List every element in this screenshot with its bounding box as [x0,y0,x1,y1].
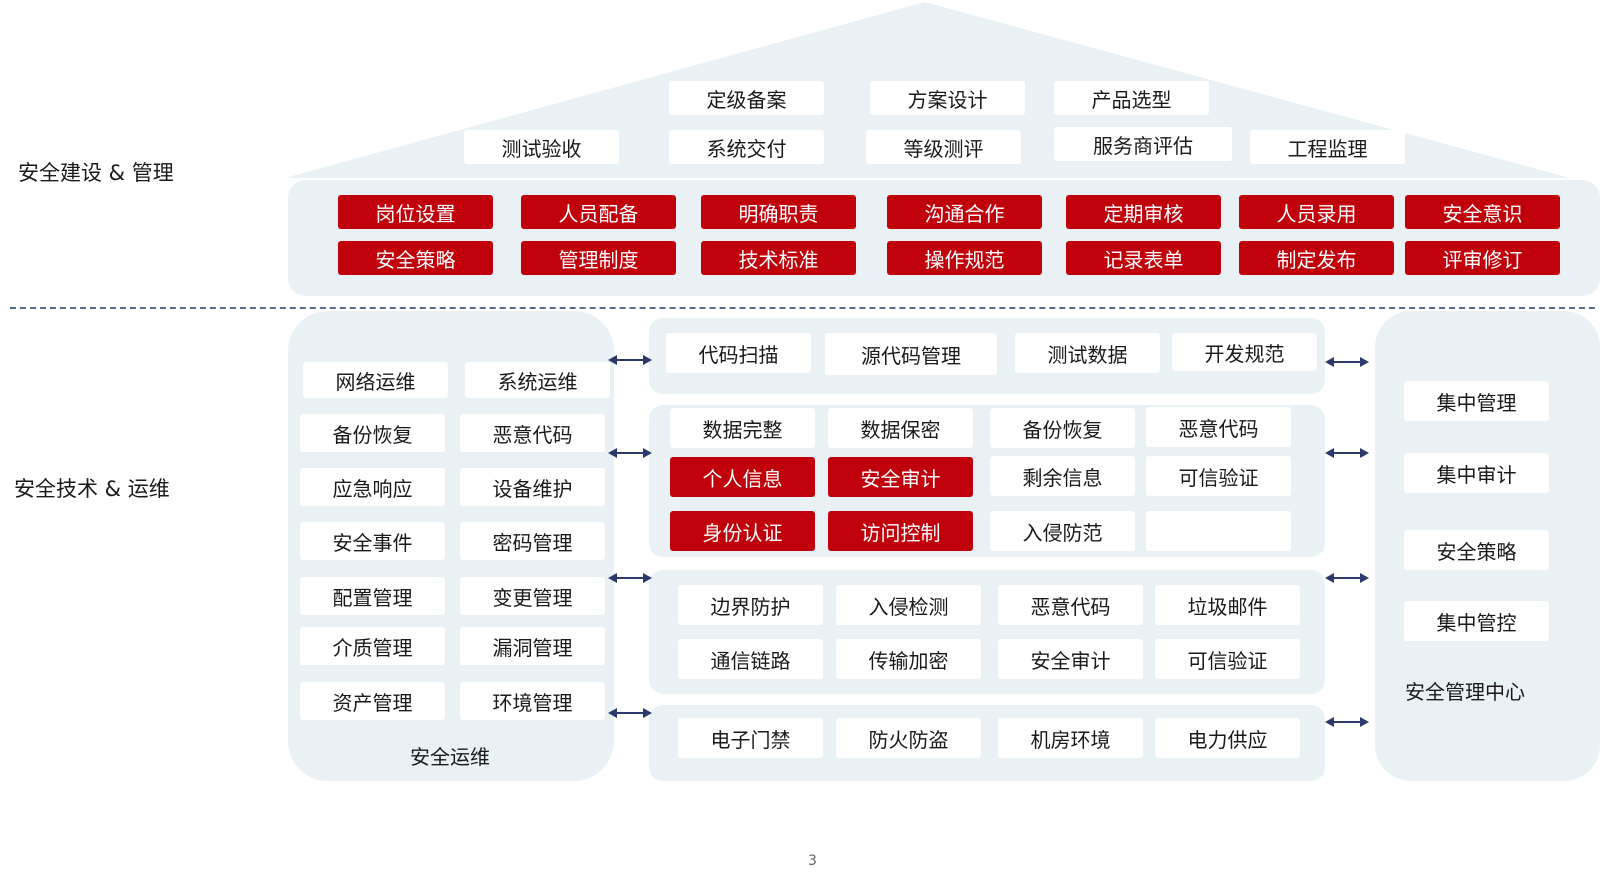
ops-item: 设备维护 [460,468,605,506]
management-item: 制定发布 [1239,241,1394,275]
double-arrow-icon [608,448,652,458]
management-item: 技术标准 [701,241,856,275]
management-item: 记录表单 [1066,241,1221,275]
management-item: 明确职责 [701,195,856,229]
ops-item: 备份恢复 [300,414,445,452]
data-item-highlight: 身份认证 [670,511,815,551]
label-security-management: 安全建设 & 管理 [18,161,174,185]
dev-item: 代码扫描 [666,333,811,373]
network-item: 通信链路 [678,639,823,679]
management-item: 沟通合作 [887,195,1042,229]
double-arrow-icon [1325,573,1369,583]
double-arrow-icon [1325,357,1369,367]
management-item: 人员录用 [1239,195,1394,229]
center-item: 集中审计 [1404,453,1549,493]
data-item-highlight: 访问控制 [828,511,973,551]
ops-item: 漏洞管理 [460,627,605,665]
double-arrow-icon [608,708,652,718]
roof-box: 产品选型 [1054,81,1209,115]
ops-item: 密码管理 [460,522,605,560]
roof-box: 服务商评估 [1054,127,1232,161]
data-item-empty [1146,511,1291,551]
roof-box: 等级测评 [866,130,1021,164]
management-item: 人员配备 [521,195,676,229]
ops-item: 应急响应 [300,468,445,506]
ops-item: 安全事件 [300,522,445,560]
ops-item: 变更管理 [460,577,605,615]
roof-box: 工程监理 [1250,130,1405,164]
ops-item: 系统运维 [465,362,610,398]
ops-item: 配置管理 [300,577,445,615]
network-item: 垃圾邮件 [1155,585,1300,625]
network-item: 可信验证 [1155,639,1300,679]
network-item: 入侵检测 [836,585,981,625]
label-security-technology: 安全技术 & 运维 [14,477,170,501]
ops-item: 恶意代码 [460,414,605,452]
network-item: 安全审计 [998,639,1143,679]
physical-item: 机房环境 [998,718,1143,758]
data-item: 数据保密 [828,408,973,448]
dev-item: 开发规范 [1172,333,1317,371]
double-arrow-icon [608,573,652,583]
data-item: 剩余信息 [990,456,1135,496]
data-item: 入侵防范 [990,511,1135,551]
center-item: 集中管控 [1404,601,1549,641]
roof-box: 定级备案 [669,81,824,115]
data-item-highlight: 个人信息 [670,457,815,497]
ops-caption: 安全运维 [410,745,490,769]
double-arrow-icon [1325,717,1369,727]
ops-item: 网络运维 [303,362,448,398]
data-item-highlight: 安全审计 [828,457,973,497]
page-number: 3 [808,853,817,869]
double-arrow-icon [1325,448,1369,458]
management-item: 管理制度 [521,241,676,275]
roof-box: 系统交付 [669,130,824,164]
dev-item: 源代码管理 [825,333,997,375]
management-item: 安全意识 [1405,195,1560,229]
ops-item: 资产管理 [300,682,445,720]
section-divider [10,307,1595,309]
dev-item: 测试数据 [1015,333,1160,373]
physical-item: 电力供应 [1155,718,1300,758]
management-item: 操作规范 [887,241,1042,275]
physical-item: 电子门禁 [678,718,823,758]
roof-box: 测试验收 [464,130,619,164]
physical-item: 防火防盗 [836,718,981,758]
center-caption: 安全管理中心 [1405,680,1525,704]
network-item: 恶意代码 [998,585,1143,625]
management-item: 评审修订 [1405,241,1560,275]
center-item: 集中管理 [1404,381,1549,421]
data-item: 数据完整 [670,408,815,448]
center-item: 安全策略 [1404,530,1549,570]
double-arrow-icon [608,355,652,365]
data-item: 可信验证 [1146,456,1291,496]
data-item: 备份恢复 [990,408,1135,448]
ops-item: 介质管理 [300,627,445,665]
data-item: 恶意代码 [1146,407,1291,447]
network-item: 边界防护 [678,585,823,625]
roof-box: 方案设计 [870,81,1025,115]
management-item: 定期审核 [1066,195,1221,229]
ops-item: 环境管理 [460,682,605,720]
management-item: 岗位设置 [338,195,493,229]
management-item: 安全策略 [338,241,493,275]
network-item: 传输加密 [836,639,981,679]
